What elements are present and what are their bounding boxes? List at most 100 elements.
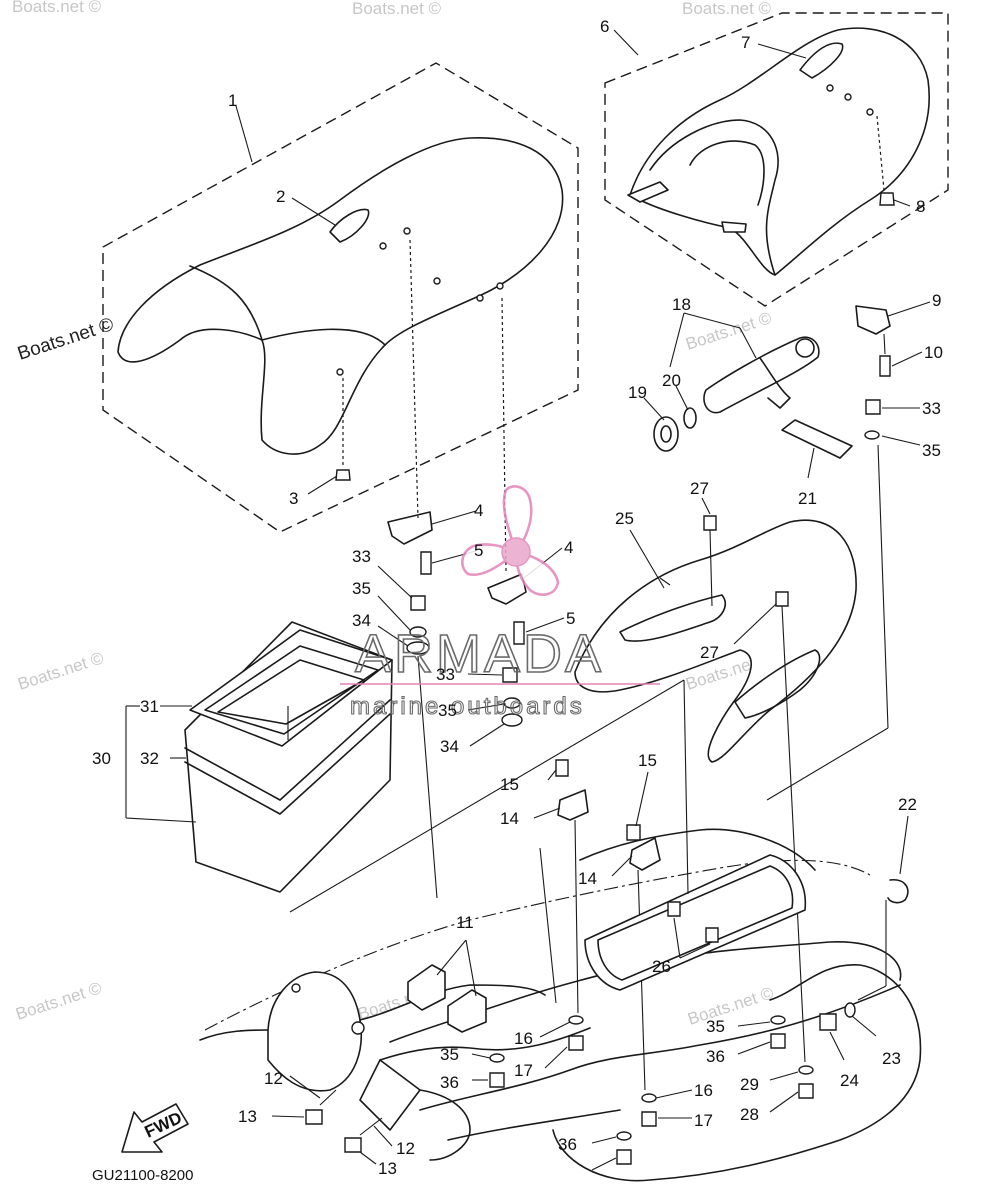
assembly-line <box>539 847 557 1004</box>
callout-leader <box>683 679 689 895</box>
seat-nut-8 <box>879 192 895 206</box>
fitting-26 <box>667 901 681 917</box>
callout-number: 9 <box>932 291 941 310</box>
callout-number: 35 <box>706 1017 725 1036</box>
engine-mount-group <box>305 879 909 1165</box>
callout-number: 24 <box>840 1071 859 1090</box>
callout-number: 4 <box>564 538 573 557</box>
callout-number: 3 <box>289 489 298 508</box>
callout-number: 17 <box>514 1061 533 1080</box>
callout-number: 19 <box>628 383 647 402</box>
assembly-line <box>877 444 889 729</box>
engine-mount-11 <box>447 989 487 1033</box>
nut-33 <box>410 595 426 611</box>
callout-number: 22 <box>898 795 917 814</box>
callout-number: 33 <box>436 665 455 684</box>
watermark-text: Boats.net © <box>685 983 776 1029</box>
nut-33 <box>865 399 881 415</box>
seat-strap-7 <box>799 42 844 79</box>
callout-leader <box>769 1071 799 1081</box>
assembly-line <box>781 605 806 1063</box>
callout-number: 35 <box>352 579 371 598</box>
rear-seat-grip <box>649 119 779 276</box>
hull-front-deck <box>419 1089 471 1161</box>
callout-leader <box>307 475 338 495</box>
callout-number: 23 <box>882 1049 901 1068</box>
callout-leader <box>525 617 565 633</box>
washer-35 <box>503 697 521 709</box>
callout-number: 20 <box>662 371 681 390</box>
bolt-5 <box>420 551 432 575</box>
callout-number: 36 <box>440 1073 459 1092</box>
fitting-26 <box>705 927 719 943</box>
callout-number: 36 <box>706 1047 725 1066</box>
mount-bracket-group <box>539 759 661 1091</box>
callout-number: 13 <box>378 1159 397 1178</box>
callout-leader <box>893 199 911 207</box>
bolt-15 <box>626 824 641 841</box>
propeller-icon <box>461 485 560 596</box>
hull-deck-edge <box>419 984 901 1111</box>
callout-number: 31 <box>140 697 159 716</box>
armada-logo: ARMADA marine outboards <box>340 485 660 721</box>
hull-front-deck <box>359 984 546 1021</box>
callout-leader <box>701 497 711 515</box>
mount-hole <box>844 93 852 101</box>
callout-leader <box>467 673 503 676</box>
forward-arrow-icon <box>121 1103 189 1153</box>
hull-bracket <box>359 1059 421 1131</box>
washer-35 <box>770 1015 786 1025</box>
callout-number: 25 <box>615 509 634 528</box>
watermark-text: Boats.net © <box>13 978 104 1024</box>
mount-hole <box>403 227 411 235</box>
callout-leader <box>675 385 689 411</box>
callout-number: 26 <box>652 957 671 976</box>
hull-group <box>199 828 922 1182</box>
washer-16 <box>641 1093 657 1103</box>
brand-subtitle: marine outboards <box>350 693 585 720</box>
washer-34 <box>406 641 430 655</box>
assembly-line <box>876 115 885 191</box>
nut-13 <box>305 1109 323 1125</box>
mount-hole <box>433 277 441 285</box>
callout-number: 17 <box>694 1111 713 1130</box>
nut-13 <box>344 1137 362 1153</box>
hood-opening <box>619 594 726 642</box>
tube-18-end <box>795 338 815 358</box>
callout-leader <box>377 595 411 631</box>
stud-12 <box>319 1089 337 1106</box>
callout-leader <box>436 939 467 976</box>
front-seat-group <box>102 62 579 533</box>
watermark-text: Boats.net © <box>352 0 442 18</box>
grommet-19 <box>653 416 679 452</box>
nut-17 <box>641 1111 657 1127</box>
mount-hole <box>379 242 387 250</box>
callout-leader <box>465 939 477 997</box>
watermark-text: Boats.net © <box>682 0 772 18</box>
seat-strap-2 <box>329 208 370 243</box>
callout-leader <box>591 1136 617 1144</box>
callout-number: 34 <box>352 611 371 630</box>
watermark-text: Boats.net © <box>15 648 106 694</box>
callout-leader <box>683 312 741 329</box>
bracket-14 <box>557 789 589 821</box>
callout-leader <box>544 1046 568 1069</box>
callout-number: 5 <box>474 541 483 560</box>
callout-number: 12 <box>264 1069 283 1088</box>
box-gasket-inner <box>217 659 365 725</box>
callout-number: 2 <box>276 187 285 206</box>
right-hardware-stack <box>766 305 891 801</box>
callout-leader <box>857 985 887 1001</box>
washer-35 <box>489 1053 505 1063</box>
callout-number: 13 <box>238 1107 257 1126</box>
callout-number: 34 <box>440 737 459 756</box>
mount-hole <box>476 294 484 302</box>
callout-number: 16 <box>694 1081 713 1100</box>
callout-leader <box>807 447 815 479</box>
callout-leader <box>539 1021 571 1038</box>
callout-number: 15 <box>500 775 519 794</box>
bolt-5 <box>513 621 525 645</box>
callout-leader <box>887 301 931 317</box>
hull-nose <box>199 1029 269 1041</box>
